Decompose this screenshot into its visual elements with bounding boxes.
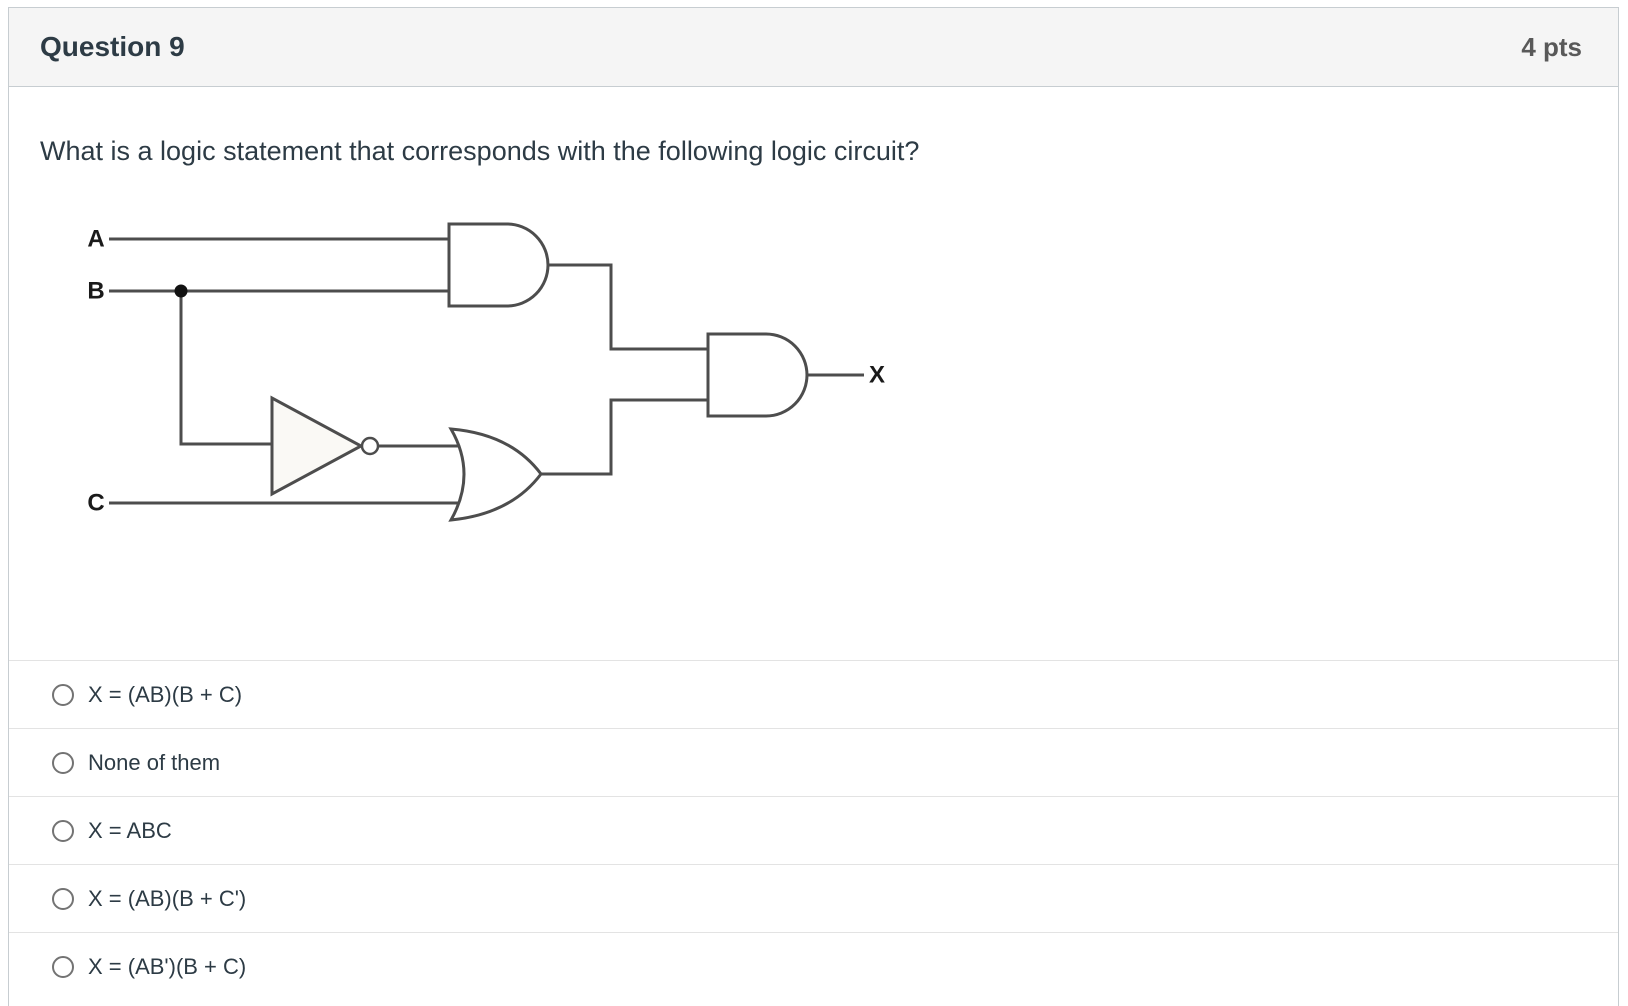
answer-option-3[interactable]: X = ABC: [9, 796, 1618, 864]
option-label: X = (AB)(B + C): [88, 681, 243, 707]
wire-or-to-and2: [541, 398, 708, 476]
question-title: Question 9: [40, 31, 185, 62]
and-gate-output: [706, 332, 809, 418]
option-label: X = ABC: [88, 817, 172, 843]
label-input-a: A: [87, 226, 104, 253]
answer-option-1[interactable]: X = (AB)(B + C): [9, 660, 1618, 728]
radio-button[interactable]: [52, 887, 74, 910]
question-points: 4 pts: [1521, 31, 1582, 62]
question-header: Question 9 4 pts: [9, 8, 1618, 87]
not-gate: [270, 395, 365, 497]
answer-option-4[interactable]: X = (AB)(B + C'): [9, 864, 1618, 932]
label-input-b: B: [87, 278, 104, 305]
wire-b-branch: [179, 291, 272, 446]
not-gate-bubble: [360, 436, 380, 456]
answer-option-5[interactable]: X = (AB')(B + C): [9, 932, 1618, 1000]
label-input-c: C: [87, 490, 104, 517]
junction-dot: [174, 284, 188, 298]
question-text: What is a logic statement that correspon…: [40, 136, 920, 166]
option-label: None of them: [88, 749, 221, 775]
option-label: X = (AB)(B + C'): [88, 885, 247, 911]
radio-button[interactable]: [52, 751, 74, 774]
option-label: X = (AB')(B + C): [88, 953, 247, 979]
answer-option-2[interactable]: None of them: [9, 728, 1618, 796]
or-gate: [448, 427, 543, 522]
wire-and1-to-and2: [548, 263, 708, 351]
logic-circuit-diagram: A B C X: [87, 222, 885, 522]
radio-button[interactable]: [52, 683, 74, 706]
label-output-x: X: [869, 362, 885, 389]
radio-button[interactable]: [52, 955, 74, 978]
and-gate-top: [447, 222, 550, 308]
answer-options: X = (AB)(B + C) None of them X = ABC X =…: [9, 660, 1618, 1000]
question-card: Question 9 4 pts What is a logic stateme…: [8, 7, 1619, 1006]
radio-button[interactable]: [52, 819, 74, 842]
